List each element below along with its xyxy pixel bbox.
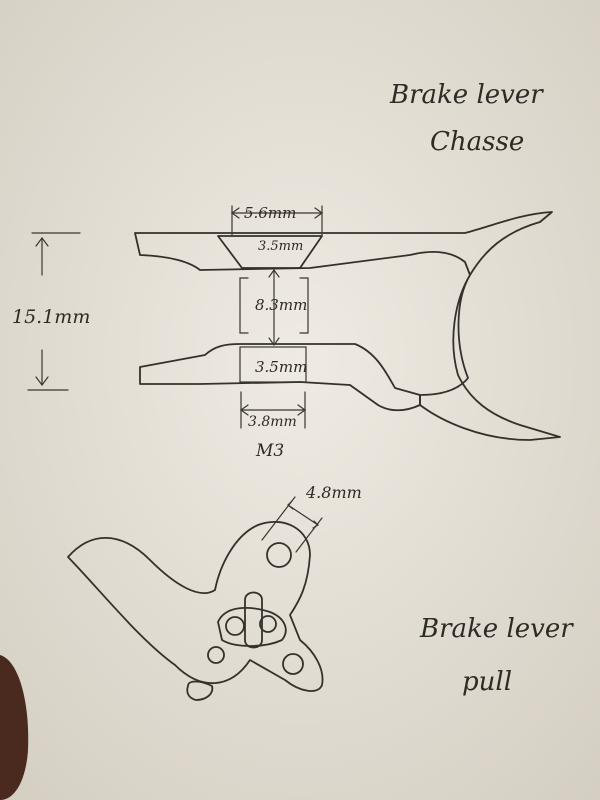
hole-dimension-label: 4.8mm — [305, 483, 362, 502]
finger — [0, 655, 29, 800]
right-hole — [282, 653, 304, 675]
top-width-label: 5.6mm — [244, 204, 296, 222]
chassis-title-line2: Chasse — [430, 127, 524, 157]
gap-label: 8.3mm — [255, 296, 307, 314]
bottom-width-label: 3.8mm — [248, 414, 297, 430]
pull-title-line1: Brake lever — [419, 614, 574, 644]
link-hole-left — [225, 616, 245, 636]
height-dimension-label: 15.1mm — [12, 306, 90, 328]
top-slot — [217, 235, 323, 269]
center-slot — [244, 591, 263, 649]
lever-arm — [67, 520, 324, 692]
upper-hole — [266, 542, 292, 568]
chassis-sketch — [27, 205, 561, 441]
link-plate — [217, 606, 287, 647]
bottom-slot-label: 3.5mm — [255, 358, 307, 376]
chassis-title-line1: Brake lever — [389, 80, 544, 110]
lever-pull-sketch — [67, 496, 324, 701]
pin — [186, 680, 214, 701]
chassis-c-bend — [419, 274, 561, 441]
bottom-rail — [139, 343, 421, 412]
top-slot-label: 3.5mm — [258, 239, 303, 254]
link-hole-right — [259, 615, 277, 633]
bottom-slot — [239, 346, 307, 383]
left-hole — [207, 646, 225, 664]
gap-bracket — [239, 277, 309, 334]
pull-title-line2: pull — [462, 667, 512, 697]
thread-label: M3 — [255, 441, 284, 461]
